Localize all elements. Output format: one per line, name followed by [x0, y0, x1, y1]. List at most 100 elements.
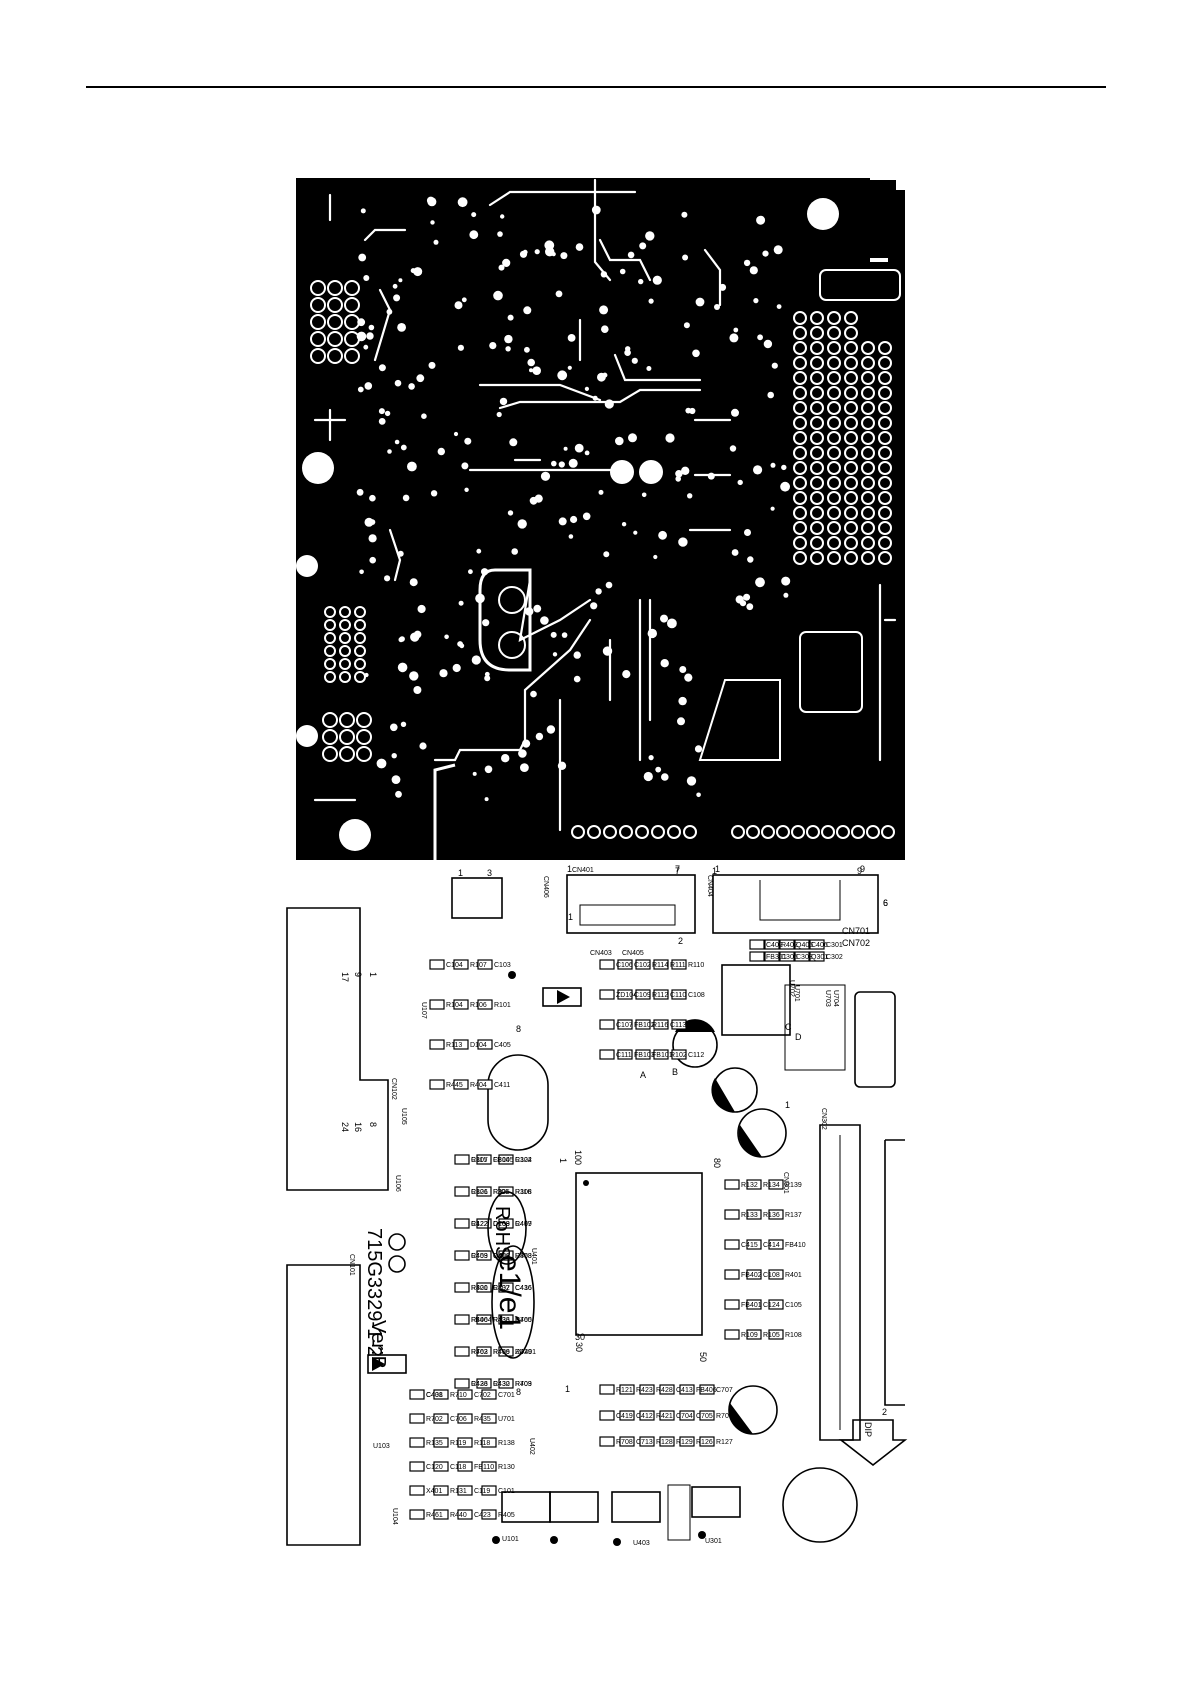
- component-designator: Q405: [796, 942, 813, 949]
- u401-pin-1: 1: [558, 1158, 568, 1163]
- component-designator: R409: [493, 1349, 510, 1356]
- via: [652, 275, 662, 285]
- component-designator: R406: [471, 1317, 488, 1324]
- smd-pad: [768, 1209, 784, 1220]
- component-designator: R710: [450, 1392, 467, 1399]
- via: [416, 374, 425, 383]
- via: [501, 754, 510, 763]
- smd-pad: [476, 1218, 492, 1229]
- via: [605, 581, 613, 589]
- u101-label: U101: [502, 1536, 519, 1543]
- connector-pad: [310, 297, 326, 313]
- via: [457, 197, 468, 208]
- component-designator: C111: [616, 1052, 632, 1059]
- connector-pad: [793, 536, 807, 550]
- component-designator: C121: [471, 1189, 488, 1196]
- component-designator: C437: [493, 1285, 510, 1292]
- component-designator: C104: [446, 962, 463, 969]
- component-designator: R135: [426, 1440, 443, 1447]
- pin-mark: 3: [487, 868, 492, 878]
- connector-pad: [861, 341, 875, 355]
- smd-pad: [476, 1250, 492, 1261]
- connector-pad: [635, 825, 649, 839]
- via: [534, 249, 540, 255]
- connector-pad: [356, 729, 372, 745]
- connector-pad: [761, 825, 775, 839]
- component-designator: C109: [634, 992, 651, 999]
- via: [545, 247, 555, 257]
- via: [563, 446, 568, 451]
- component-designator: C401: [426, 1392, 443, 1399]
- smd-pad: [724, 1329, 740, 1340]
- component-designator: R430: [493, 1381, 510, 1388]
- via: [472, 771, 477, 776]
- u401-pin-80: 80: [712, 1158, 722, 1168]
- component-designator: R303: [515, 1253, 532, 1260]
- connector-pad: [827, 386, 841, 400]
- smd-pad: [498, 1154, 514, 1165]
- connector-pad: [793, 476, 807, 490]
- via: [780, 481, 790, 492]
- cn401-pin-start: 1: [567, 864, 572, 874]
- via: [376, 758, 387, 769]
- connector-pad: [793, 506, 807, 520]
- connector-pad: [878, 506, 892, 520]
- via: [561, 632, 568, 638]
- connector-pad: [861, 401, 875, 415]
- connector-pad: [776, 825, 790, 839]
- u103-label: U103: [373, 1443, 390, 1450]
- component-designator: C403: [471, 1253, 488, 1260]
- via: [359, 569, 364, 575]
- via: [366, 332, 374, 340]
- via: [598, 489, 604, 495]
- via: [743, 593, 751, 601]
- via: [714, 304, 720, 310]
- via: [430, 490, 438, 497]
- via: [567, 334, 576, 342]
- via: [398, 278, 403, 283]
- smd-pad: [635, 989, 651, 1000]
- cn102-label: CN102: [390, 1078, 397, 1100]
- connector-pad: [810, 431, 824, 445]
- via: [590, 602, 598, 610]
- via: [558, 517, 567, 526]
- smd-pad: [454, 1250, 470, 1261]
- via: [687, 493, 693, 499]
- smd-pad: [477, 959, 493, 970]
- via: [753, 465, 763, 475]
- connector-pad: [861, 431, 875, 445]
- via: [413, 267, 423, 277]
- smd-pad: [498, 1378, 514, 1389]
- via: [509, 438, 518, 447]
- connector-pin-number: 1: [368, 972, 378, 977]
- via: [744, 529, 751, 536]
- smd-pad: [457, 1461, 473, 1472]
- connector-pad: [324, 658, 336, 670]
- smd-pad: [635, 1019, 651, 1030]
- component-designator: R703: [471, 1349, 488, 1356]
- component-designator: C422: [471, 1221, 488, 1228]
- cn301-label: CN301: [782, 1172, 789, 1194]
- via: [633, 530, 638, 535]
- via: [433, 239, 439, 245]
- via: [358, 253, 367, 262]
- via: [560, 252, 568, 260]
- connector-pad: [827, 506, 841, 520]
- via: [394, 439, 400, 445]
- via: [497, 231, 503, 237]
- via: [529, 368, 533, 373]
- smd-pad: [809, 951, 825, 962]
- connector-pad: [878, 341, 892, 355]
- smd-pad: [671, 1019, 687, 1030]
- rohs-mark: RoHS: [491, 1206, 513, 1259]
- component-designator: R129: [676, 1439, 693, 1446]
- via: [773, 245, 783, 255]
- via: [551, 460, 557, 467]
- connector-pad: [827, 446, 841, 460]
- connector-pad: [861, 521, 875, 535]
- component-designator: C118: [450, 1464, 466, 1471]
- pin-mark: 7: [675, 866, 680, 876]
- component-designator: R306: [471, 1189, 488, 1196]
- pin-mark: C: [785, 1022, 792, 1032]
- component-designator: F301: [493, 1189, 509, 1196]
